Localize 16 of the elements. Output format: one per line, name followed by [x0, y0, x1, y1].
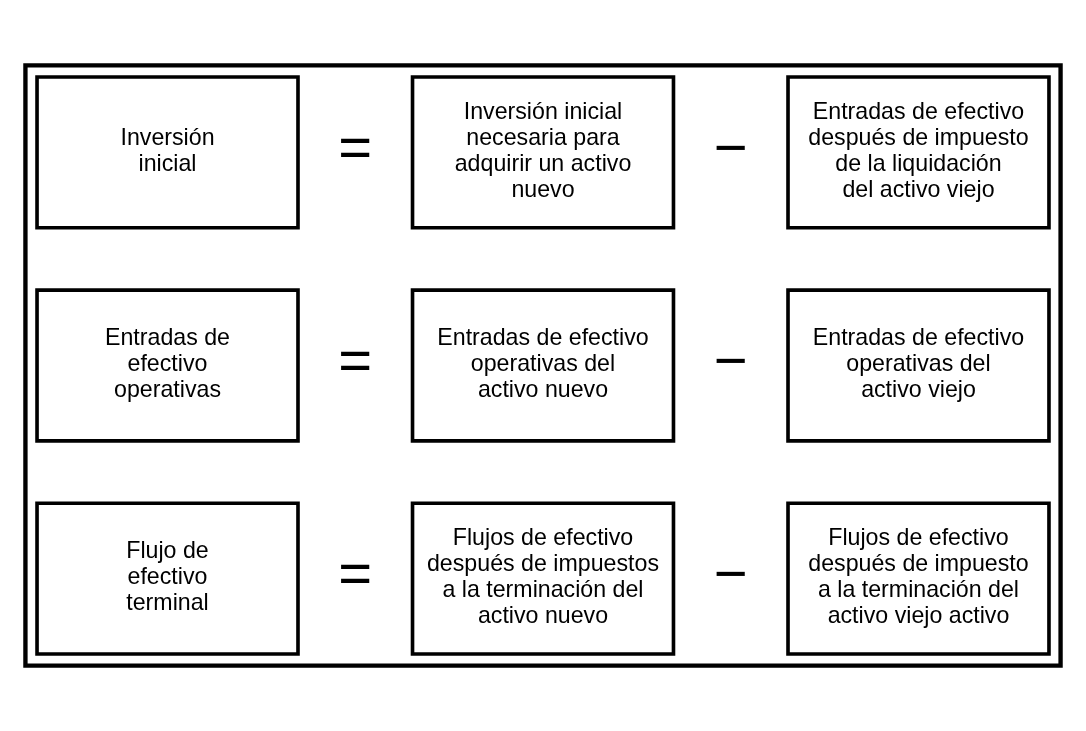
node-box: Flujos de efectivo después de impuestos a la terminación del activo nuevo [410, 501, 676, 656]
node-box: Inversión inicial [35, 75, 300, 230]
cluster [23, 63, 1063, 668]
node-box: Flujos de efectivo después de impuesto a la terminación del activo viejo activo [786, 501, 1051, 656]
label: = [338, 541, 373, 606]
node-box: Entradas de efectivo operativas [35, 288, 300, 443]
label: − [713, 541, 748, 606]
node-box: Entradas de efectivo operativas del activo viejo [786, 288, 1051, 443]
label: = [338, 114, 373, 179]
node-box: Entradas de efectivo después de impuesto de la liquidación del activo viejo [786, 75, 1051, 230]
node-box: Flujo de efectivo terminal [35, 501, 300, 656]
label: − [713, 328, 748, 392]
label: − [713, 114, 748, 179]
node-box: Entradas de efectivo operativas del activo nuevo [410, 288, 676, 443]
node-box: Inversión inicial necesaria para adquirir un activo nuevo [410, 75, 676, 230]
label: = [338, 328, 373, 392]
